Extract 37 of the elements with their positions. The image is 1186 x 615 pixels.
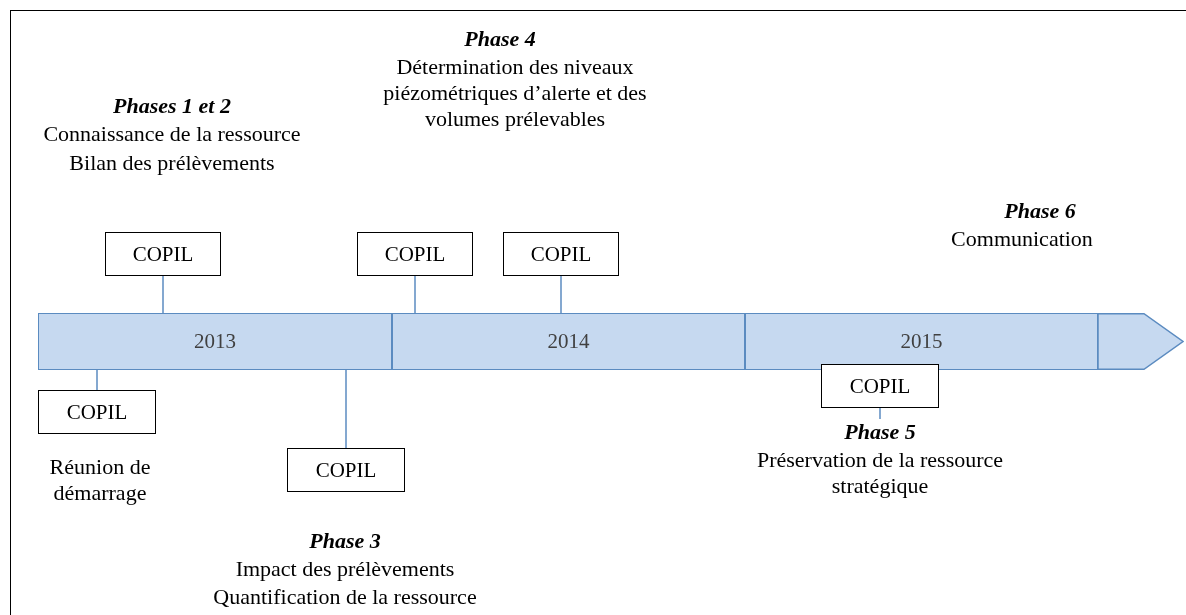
timeline-arrow-tip <box>1098 313 1184 370</box>
box-label: COPIL <box>849 373 911 399</box>
phase-description: Connaissance de la ressource <box>42 121 302 147</box>
note-text: Réunion de démarrage <box>48 454 152 506</box>
leader-line <box>560 275 562 314</box>
phase-description: Quantification de la ressource <box>212 584 478 610</box>
meeting-box <box>503 232 619 276</box>
phase-description: Communication <box>950 226 1094 252</box>
leader-line <box>96 369 98 391</box>
phase-description: Détermination des niveaux piézométriques d’alerte et des volumes prélevables <box>382 54 648 132</box>
meeting-box <box>357 232 473 276</box>
year-label: 2015 <box>900 329 943 354</box>
box-label: COPIL <box>132 241 194 267</box>
phase-description: Préservation de la ressource stratégique <box>755 447 1005 499</box>
meeting-box <box>38 390 156 434</box>
box-label: COPIL <box>315 457 377 483</box>
phase-description: Bilan des prélèvements <box>68 150 276 176</box>
timeline-segment <box>38 313 392 370</box>
box-label: COPIL <box>530 241 592 267</box>
meeting-box <box>105 232 221 276</box>
meeting-box <box>287 448 405 492</box>
year-label: 2014 <box>547 329 590 354</box>
box-label: COPIL <box>66 399 128 425</box>
box-label: COPIL <box>384 241 446 267</box>
phase-description: Impact des prélèvements <box>234 556 456 582</box>
phase-heading: Phase 3 <box>308 528 382 554</box>
leader-line <box>345 369 347 449</box>
phase-heading: Phase 6 <box>1003 198 1077 224</box>
phase-heading: Phases 1 et 2 <box>112 93 232 119</box>
leader-line <box>879 407 881 420</box>
phase-heading: Phase 4 <box>463 26 537 52</box>
leader-line <box>414 275 416 314</box>
meeting-box <box>821 364 939 408</box>
year-label: 2013 <box>194 329 236 354</box>
phase-heading: Phase 5 <box>843 419 917 445</box>
leader-line <box>162 275 164 314</box>
timeline-segment <box>392 313 745 370</box>
